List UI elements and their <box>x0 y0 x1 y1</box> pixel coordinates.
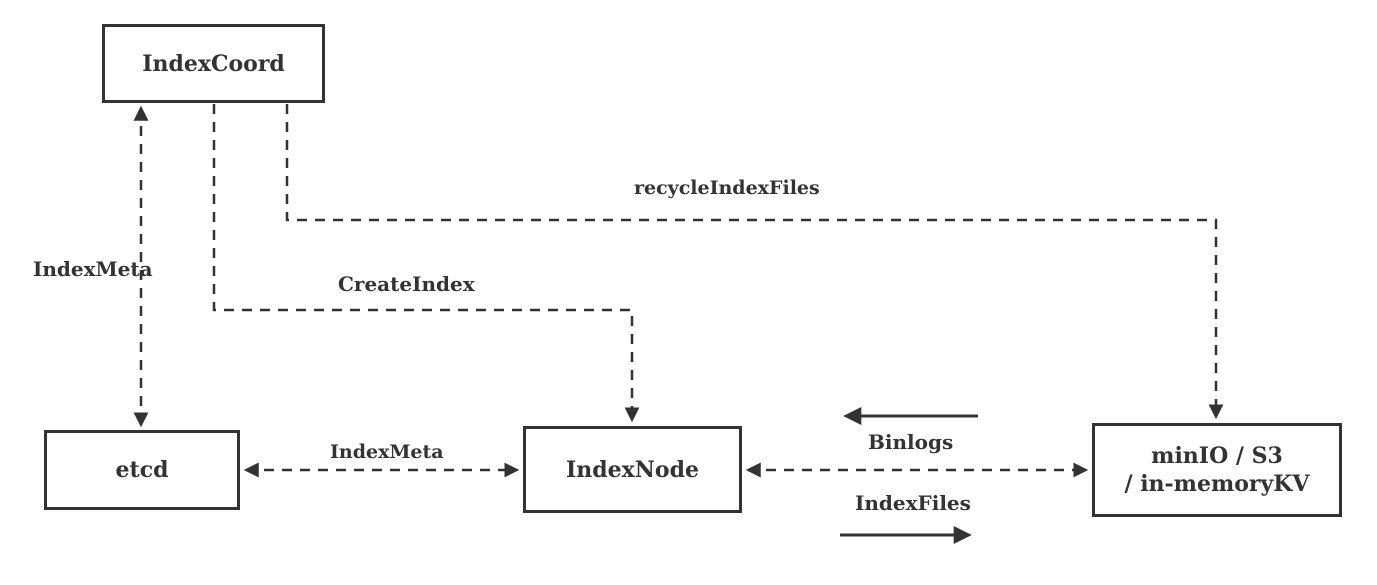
node-index-node: IndexNode <box>523 426 742 513</box>
node-index-coord-label: IndexCoord <box>142 50 285 77</box>
node-storage-label-line2: / in-memoryKV <box>1124 471 1310 497</box>
node-storage-label-line1: minIO / S3 <box>1151 443 1283 469</box>
edge-label-recycle-index-files: recycleIndexFiles <box>634 177 820 199</box>
edge-recycle-index-files-arrow <box>285 104 1224 420</box>
edge-create-index-arrow <box>212 104 640 423</box>
node-index-node-label: IndexNode <box>566 456 699 483</box>
edge-label-index-files: IndexFiles <box>855 491 971 515</box>
edge-label-index-meta-bottom: IndexMeta <box>330 441 444 463</box>
node-index-coord: IndexCoord <box>102 24 325 103</box>
edge-label-binlogs: Binlogs <box>868 430 954 454</box>
edge-label-create-index: CreateIndex <box>338 272 475 296</box>
edge-label-index-meta-left: IndexMeta <box>33 257 153 281</box>
node-etcd-label: etcd <box>115 457 169 483</box>
node-etcd: etcd <box>44 430 240 510</box>
node-storage: minIO / S3 / in-memoryKV <box>1092 423 1342 517</box>
